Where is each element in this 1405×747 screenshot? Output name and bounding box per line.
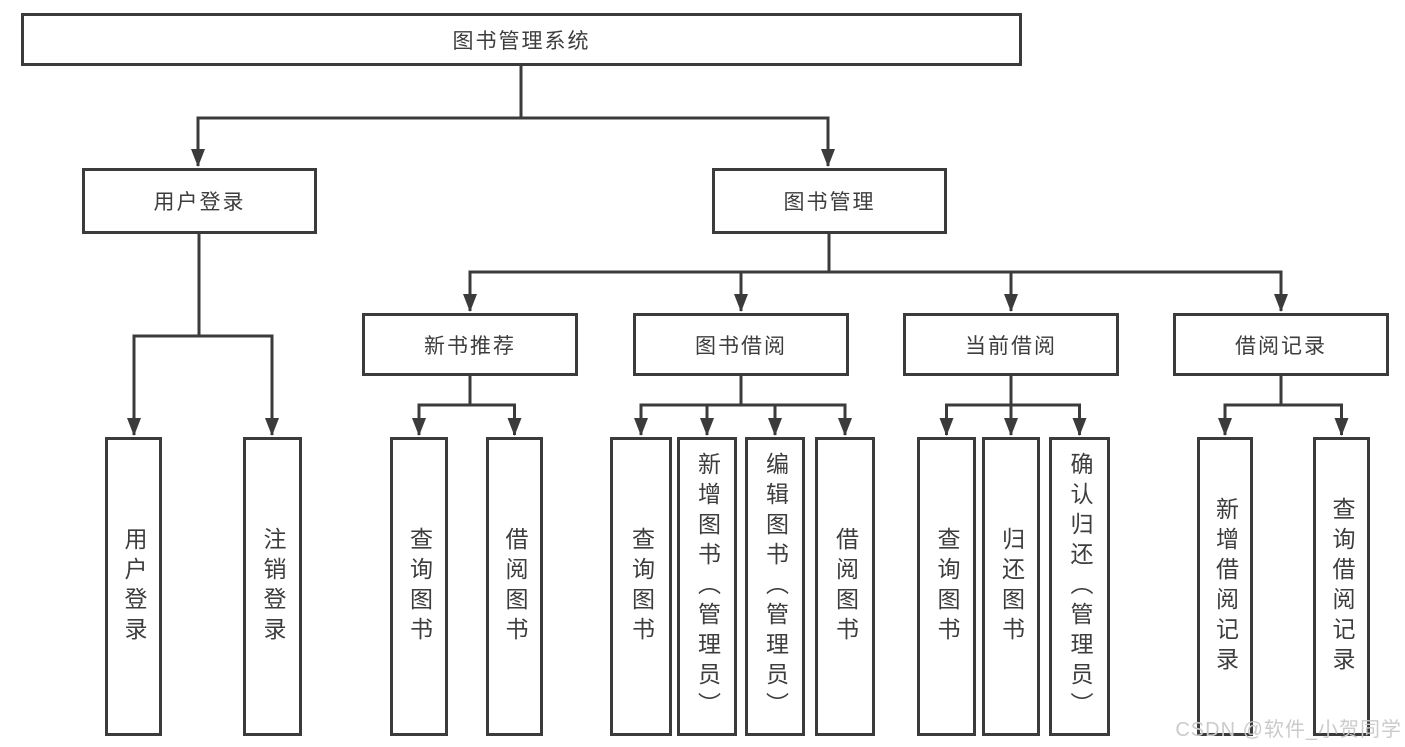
node-current-borrowing: 当前借阅 — [903, 313, 1119, 376]
leaf-add-books-admin: 新增图书（管理员） — [677, 437, 737, 736]
leaf-logout: 注销登录 — [243, 437, 302, 736]
leaf-confirm-return-admin: 确认归还（管理员） — [1049, 437, 1110, 736]
node-new-book-recommendation: 新书推荐 — [362, 313, 578, 376]
leaf-borrow-books: 借阅图书 — [815, 437, 875, 736]
leaf-user-login: 用户登录 — [105, 437, 162, 736]
node-borrowing-records: 借阅记录 — [1173, 313, 1389, 376]
node-book-management-group: 图书管理 — [712, 168, 947, 234]
leaf-query-borrow-record: 查询借阅记录 — [1313, 437, 1370, 736]
leaf-edit-books-admin: 编辑图书（管理员） — [745, 437, 805, 736]
leaf-query-books-borrowing: 查询图书 — [610, 437, 672, 736]
leaf-query-books-current: 查询图书 — [917, 437, 976, 736]
node-book-borrowing: 图书借阅 — [633, 313, 849, 376]
csdn-watermark: CSDN @软件_小贺同学 — [1175, 719, 1402, 741]
leaf-add-borrow-record: 新增借阅记录 — [1197, 437, 1253, 736]
node-library-management-system: 图书管理系统 — [21, 13, 1022, 66]
node-user-login-group: 用户登录 — [82, 168, 317, 234]
leaf-return-books: 归还图书 — [982, 437, 1040, 736]
leaf-query-books-recommend: 查询图书 — [390, 437, 448, 736]
leaf-borrow-books-recommend: 借阅图书 — [486, 437, 543, 736]
